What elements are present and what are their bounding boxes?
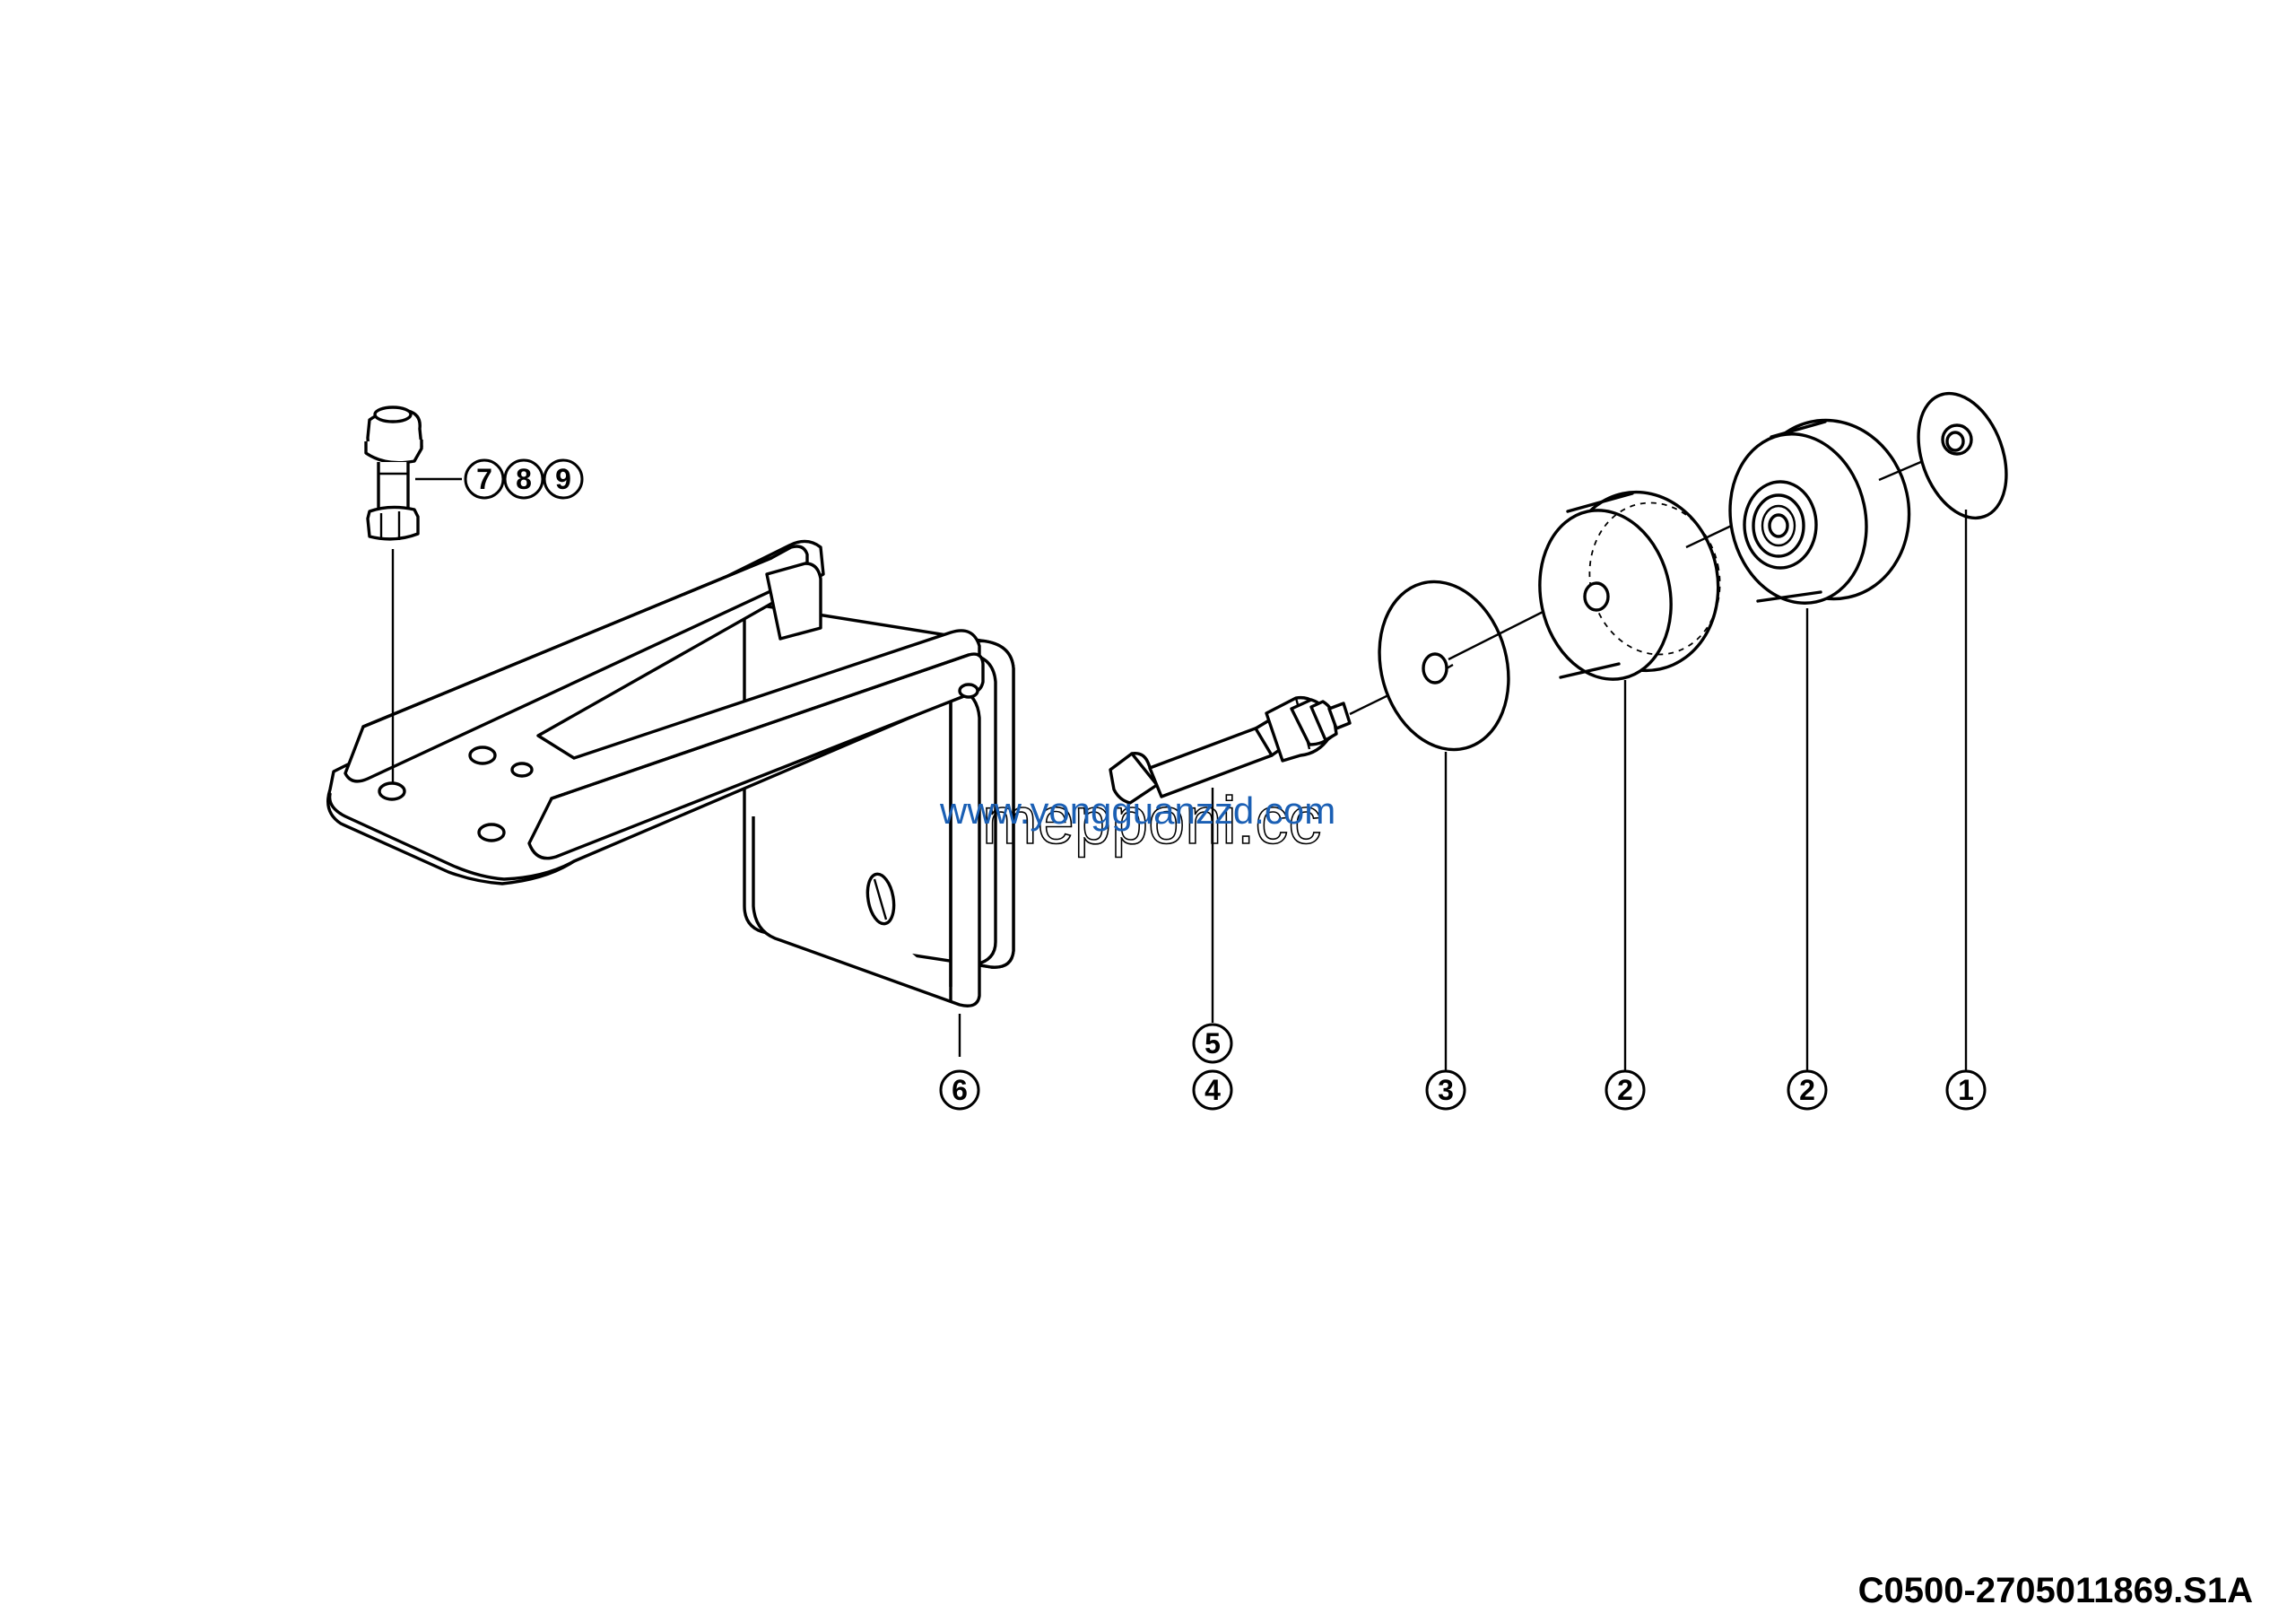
callout-7: 7 xyxy=(464,458,505,500)
callout-1-label: 1 xyxy=(1958,1074,1974,1106)
callout-2-right-label: 2 xyxy=(1799,1074,1815,1106)
stud-bolt xyxy=(1109,673,1431,1023)
callout-5-label: 5 xyxy=(1205,1027,1221,1060)
callout-8: 8 xyxy=(503,458,544,500)
callout-6: 6 xyxy=(939,1069,980,1111)
callout-6-label: 6 xyxy=(952,1074,968,1106)
small-washer xyxy=(1917,391,2008,1072)
callout-7-label: 7 xyxy=(476,463,492,495)
callout-4: 4 xyxy=(1192,1069,1233,1111)
callout-9-label: 9 xyxy=(555,463,571,495)
callout-5: 5 xyxy=(1192,1023,1233,1064)
callout-2-left-label: 2 xyxy=(1617,1074,1633,1106)
callout-3-label: 3 xyxy=(1438,1074,1454,1106)
callout-3: 3 xyxy=(1425,1069,1466,1111)
drawing-code: C0500-2705011869.S1A xyxy=(1858,1571,2253,1610)
large-washer xyxy=(1378,580,1579,1072)
callout-1: 1 xyxy=(1945,1069,1987,1111)
bracket xyxy=(326,539,1015,1057)
bolt-assembly xyxy=(364,406,462,782)
rubber-mount-left xyxy=(1538,490,1759,1072)
callout-2-left: 2 xyxy=(1605,1069,1646,1111)
callout-9: 9 xyxy=(543,458,584,500)
callout-8-label: 8 xyxy=(516,463,532,495)
callout-4-label: 4 xyxy=(1205,1074,1221,1106)
callout-2-right: 2 xyxy=(1787,1069,1828,1111)
watermark-secondary: mepponi.cc xyxy=(982,783,1321,858)
rubber-mount-right xyxy=(1728,418,1943,1072)
watermark-primary: www.yongguanzzd.com xyxy=(939,789,1335,832)
